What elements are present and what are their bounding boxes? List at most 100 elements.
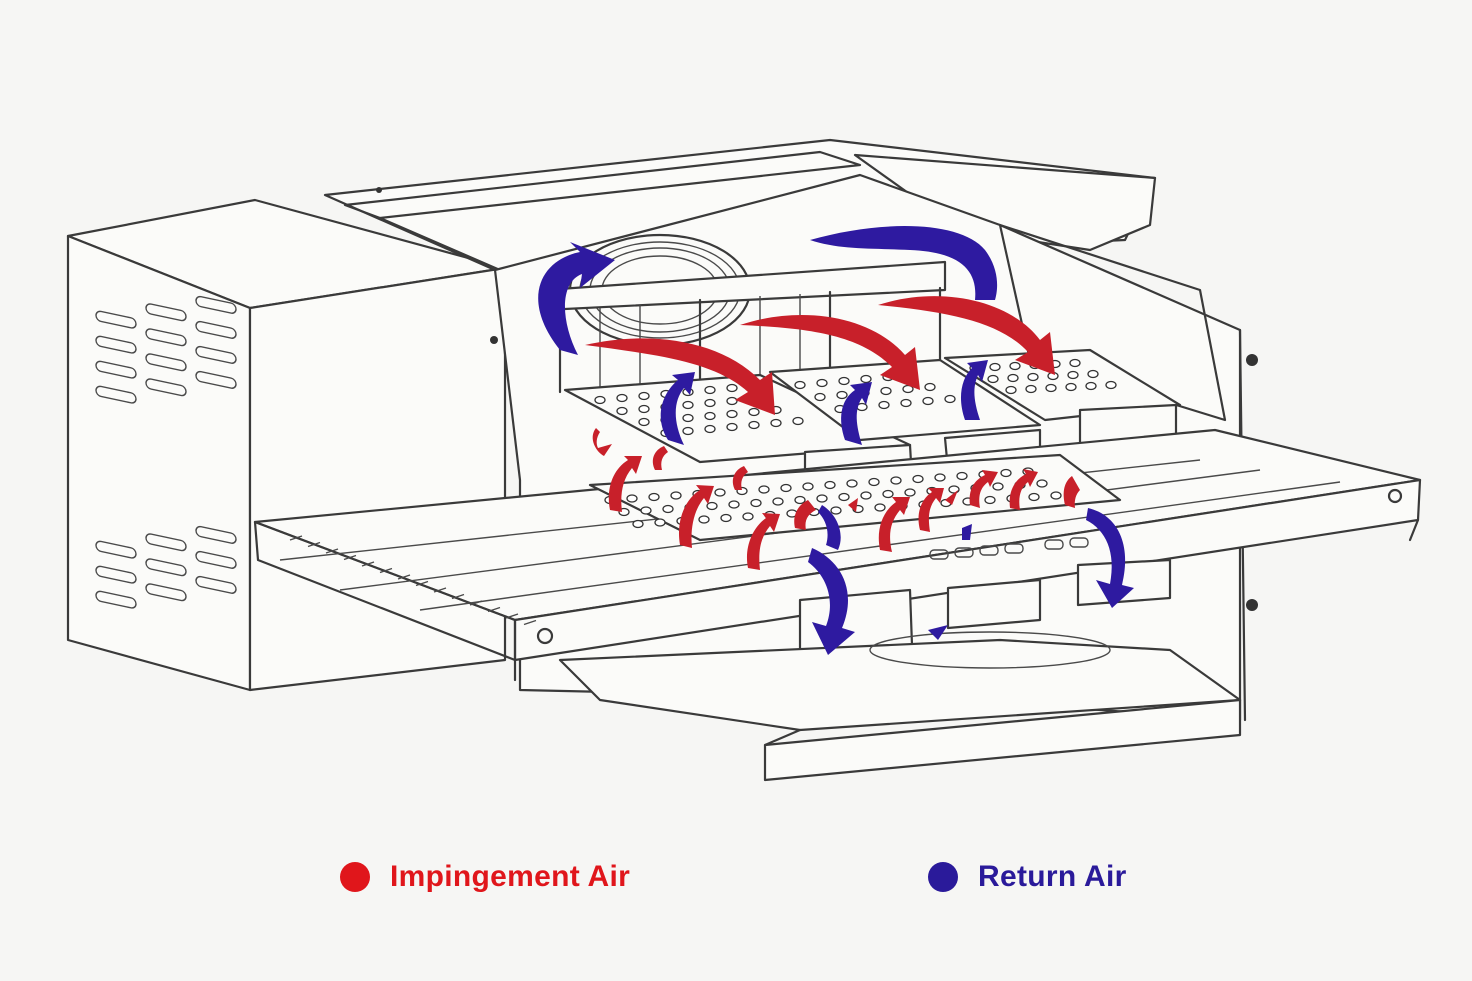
conveyor-link bbox=[397, 574, 411, 580]
perforation-hole bbox=[640, 506, 652, 515]
perforation-hole bbox=[802, 482, 814, 491]
perforation-hole bbox=[780, 483, 792, 493]
perforation-hole bbox=[836, 390, 848, 400]
perforation-hole bbox=[726, 383, 738, 393]
perforation-hole bbox=[1000, 468, 1012, 478]
return-dot-icon bbox=[928, 862, 958, 892]
perforation-hole bbox=[748, 420, 760, 430]
perforation-hole bbox=[704, 424, 716, 434]
perforation-hole bbox=[1069, 358, 1081, 368]
perforation-hole bbox=[726, 422, 738, 432]
perforation-hole bbox=[706, 501, 718, 511]
conveyor-link bbox=[523, 619, 537, 626]
legend-label-impingement: Impingement Air bbox=[390, 860, 631, 893]
perforation-hole bbox=[714, 488, 726, 497]
perforation-hole bbox=[682, 413, 694, 423]
perforation-hole bbox=[638, 391, 650, 401]
perforation-hole bbox=[1085, 381, 1097, 391]
perforation-hole bbox=[1036, 479, 1048, 488]
perforation-hole bbox=[632, 519, 644, 529]
perforation-hole bbox=[698, 515, 710, 524]
crumb-tray bbox=[558, 631, 1242, 782]
perforation-hole bbox=[638, 417, 650, 427]
perforation-hole bbox=[670, 491, 682, 500]
perforation-hole bbox=[720, 513, 732, 523]
perforation-hole bbox=[794, 380, 806, 390]
perforation-hole bbox=[880, 386, 892, 396]
perforation-hole bbox=[648, 492, 660, 502]
perforation-hole bbox=[816, 378, 828, 388]
perforation-hole bbox=[794, 495, 806, 505]
perforation-hole bbox=[1009, 361, 1021, 371]
conveyor-link bbox=[433, 587, 447, 593]
perforation-hole bbox=[704, 385, 716, 395]
conveyor-link bbox=[379, 567, 393, 574]
perforation-hole bbox=[989, 362, 1001, 372]
legend-item-impingement: Impingement Air bbox=[340, 860, 630, 894]
vent-slots-upper bbox=[95, 295, 237, 404]
return-air-arrows bbox=[538, 226, 1134, 655]
perforation-hole bbox=[1028, 492, 1040, 502]
perforation-hole bbox=[1025, 384, 1037, 394]
perforation-hole bbox=[662, 504, 674, 514]
perforation-hole bbox=[878, 400, 890, 410]
perforation-hole bbox=[846, 479, 858, 488]
perforation-hole bbox=[984, 495, 996, 505]
conveyor-link bbox=[343, 554, 357, 561]
conveyor-link bbox=[469, 600, 483, 606]
perforation-hole bbox=[728, 500, 740, 509]
conveyor-link bbox=[487, 606, 501, 613]
conveyor-link bbox=[451, 593, 465, 600]
perforation-hole bbox=[944, 394, 956, 404]
perforation-hole bbox=[992, 482, 1004, 491]
perforation-hole bbox=[874, 503, 886, 512]
perforation-hole bbox=[924, 382, 936, 392]
perforation-hole bbox=[682, 426, 694, 436]
perforation-hole bbox=[726, 396, 738, 406]
perforation-hole bbox=[860, 491, 872, 500]
perforation-hole bbox=[616, 393, 628, 403]
perforation-hole bbox=[1105, 380, 1117, 390]
legend-label-return: Return Air bbox=[978, 860, 1127, 893]
perforation-hole bbox=[770, 418, 782, 428]
perforation-hole bbox=[816, 494, 828, 503]
conveyor-oven-illustration bbox=[66, 138, 1422, 782]
impingement-dot-icon bbox=[340, 862, 370, 892]
perforation-hole bbox=[772, 497, 784, 506]
perforation-hole bbox=[704, 398, 716, 408]
perforation-hole bbox=[1050, 491, 1062, 500]
control-box bbox=[66, 198, 507, 692]
conveyor-link bbox=[307, 541, 321, 548]
perforation-hole bbox=[830, 506, 842, 515]
legend-item-return: Return Air bbox=[928, 860, 1127, 894]
conveyor-link bbox=[361, 561, 375, 567]
perforation-hole bbox=[1007, 373, 1019, 383]
perforation-hole bbox=[750, 498, 762, 508]
conveyor-link bbox=[325, 548, 339, 554]
conveyor-link bbox=[505, 613, 519, 619]
perforation-hole bbox=[860, 374, 872, 384]
perforation-hole bbox=[814, 392, 826, 402]
perforation-hole bbox=[616, 406, 628, 416]
perforation-hole bbox=[912, 474, 924, 484]
perforation-hole bbox=[1065, 382, 1077, 392]
perforation-hole bbox=[987, 374, 999, 384]
perforation-hole bbox=[948, 485, 960, 494]
perforation-hole bbox=[904, 488, 916, 497]
perforation-hole bbox=[594, 395, 606, 405]
perforation-hole bbox=[824, 480, 836, 490]
perforation-hole bbox=[704, 411, 716, 421]
perforation-hole bbox=[626, 494, 638, 503]
vent-slots-lower bbox=[95, 525, 237, 609]
perforation-hole bbox=[838, 376, 850, 386]
perforation-hole bbox=[868, 477, 880, 487]
perforation-hole bbox=[726, 409, 738, 419]
perforation-hole bbox=[882, 489, 894, 499]
perforation-hole bbox=[922, 396, 934, 406]
perforation-hole bbox=[1087, 369, 1099, 379]
perforation-hole bbox=[1045, 383, 1057, 393]
perforation-hole bbox=[838, 492, 850, 502]
perforation-hole bbox=[1005, 385, 1017, 395]
perforation-hole bbox=[956, 471, 968, 481]
